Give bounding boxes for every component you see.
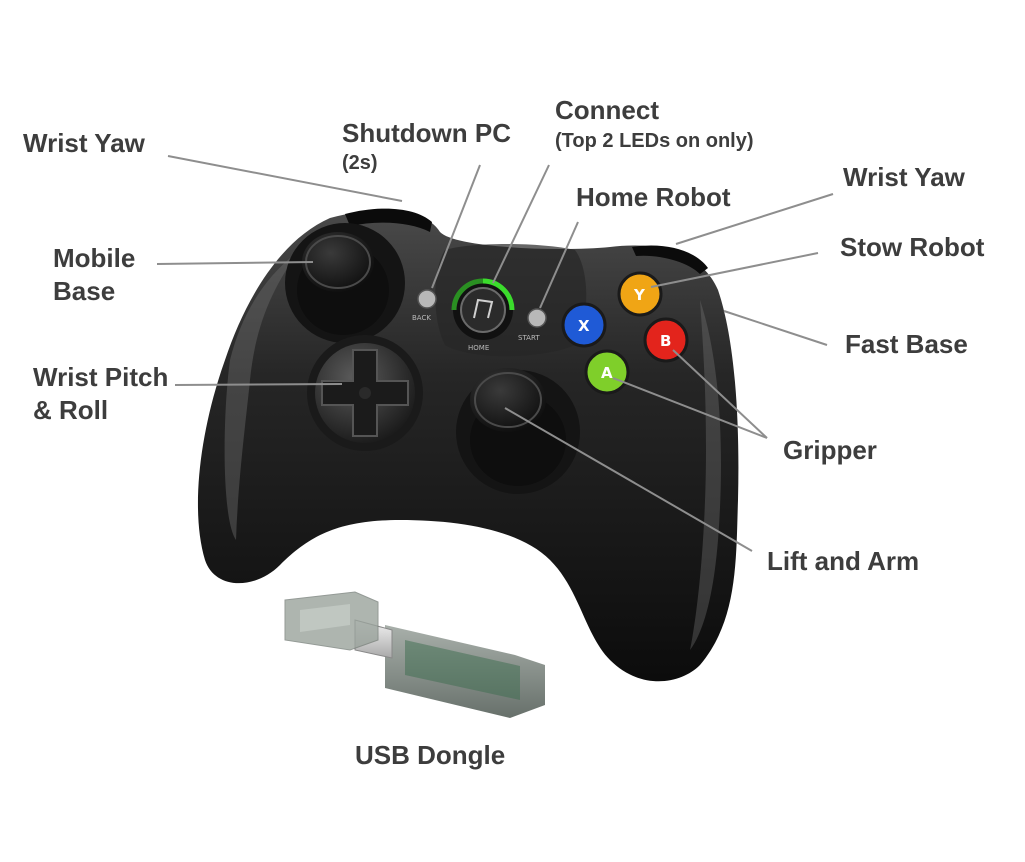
label-wrist-pitch-line2: & Roll (33, 395, 109, 425)
y-button: Y (617, 271, 663, 317)
x-button-letter: X (578, 317, 590, 335)
dpad (307, 335, 423, 451)
usb-dongle (284, 591, 545, 718)
leader-home-robot (539, 221, 579, 309)
label-wrist-yaw-right: Wrist Yaw (843, 162, 965, 192)
label-stow-robot: Stow Robot (840, 232, 985, 262)
label-shutdown-pc: Shutdown PC (342, 118, 511, 148)
back-button: BACK (412, 289, 437, 322)
y-button-letter: Y (633, 286, 646, 304)
start-button: START (518, 308, 547, 342)
label-home-robot: Home Robot (576, 182, 731, 212)
home-button: HOME (451, 278, 515, 352)
leader-lift-and-arm (504, 407, 753, 552)
b-button-letter: B (660, 332, 671, 350)
leader-gripper-b (672, 349, 768, 439)
leader-connect (492, 164, 550, 284)
label-shutdown-pc-note: (2s) (342, 152, 378, 174)
leader-wrist-yaw-left (167, 155, 403, 202)
back-button-label: BACK (412, 314, 431, 322)
label-mobile-base-line1: Mobile (53, 243, 136, 273)
left-thumbstick (285, 223, 405, 343)
label-usb-dongle: USB Dongle (355, 740, 506, 770)
label-connect: Connect (555, 95, 659, 125)
leader-wrist-pitch (174, 383, 343, 386)
home-button-label: HOME (468, 344, 489, 352)
b-button: B (643, 317, 689, 363)
leader-stow-robot (650, 252, 819, 288)
right-thumbstick (456, 368, 580, 494)
label-wrist-pitch-line1: Wrist Pitch (33, 362, 169, 392)
label-connect-note: (Top 2 LEDs on only) (555, 130, 754, 152)
label-lift-and-arm: Lift and Arm (767, 546, 920, 576)
a-button: A (584, 349, 630, 395)
x-button: X (561, 302, 607, 348)
label-wrist-yaw-left: Wrist Yaw (23, 128, 145, 158)
leader-mobile-base (156, 261, 314, 265)
leader-lines (156, 155, 834, 552)
start-button-label: START (518, 334, 540, 342)
leader-fast-base (723, 310, 828, 346)
label-mobile-base-line2: Base (53, 276, 116, 306)
leader-gripper-a (612, 377, 768, 439)
a-button-letter: A (601, 364, 613, 382)
leader-shutdown-pc (431, 164, 481, 289)
label-fast-base: Fast Base (845, 329, 968, 359)
label-gripper: Gripper (783, 435, 877, 465)
leader-wrist-yaw-right (675, 193, 834, 245)
